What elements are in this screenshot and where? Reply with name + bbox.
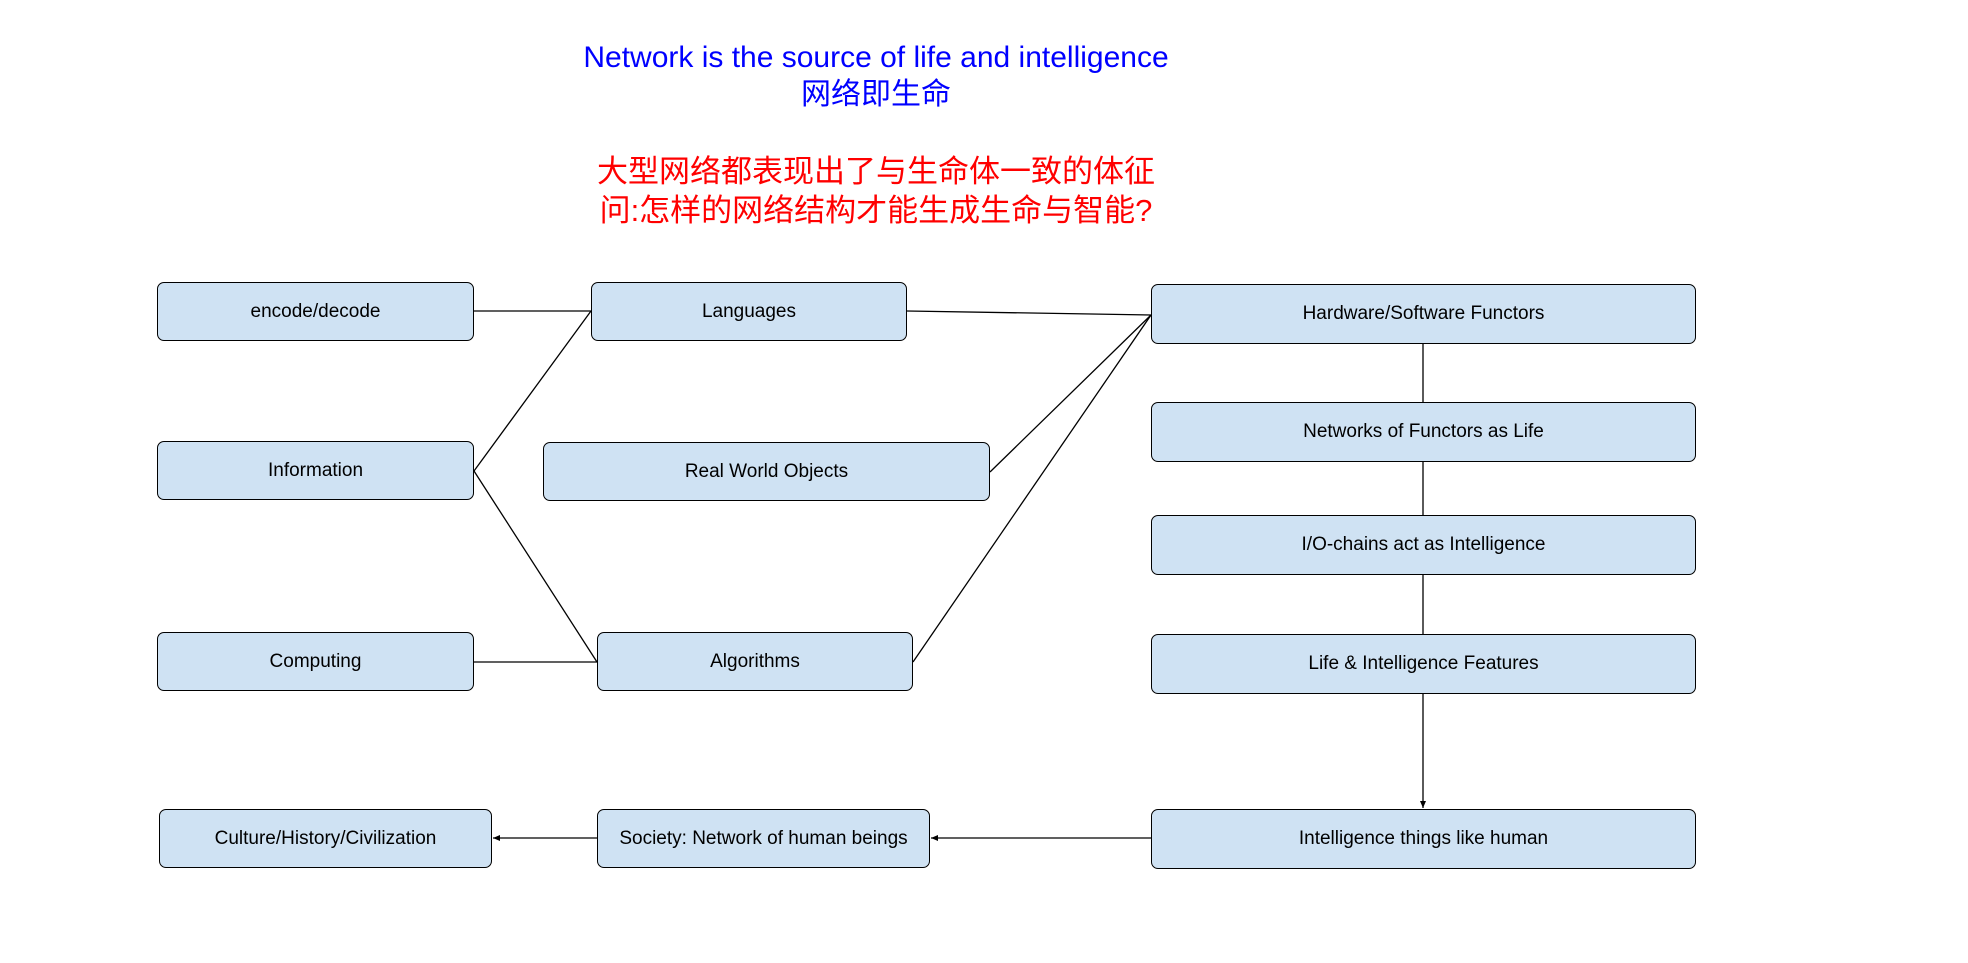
- node-real-world-objects: Real World Objects: [543, 442, 990, 501]
- node-information: Information: [157, 441, 474, 500]
- edge-information-algorithms: [473, 470, 598, 663]
- node-networks-of-functors: Networks of Functors as Life: [1151, 402, 1696, 462]
- edge-information-languages: [473, 310, 592, 472]
- node-languages: Languages: [591, 282, 907, 341]
- node-hardware-software-functors: Hardware/Software Functors: [1151, 284, 1696, 344]
- node-life-intelligence-features: Life & Intelligence Features: [1151, 634, 1696, 694]
- node-society: Society: Network of human beings: [597, 809, 930, 868]
- node-encode-decode: encode/decode: [157, 282, 474, 341]
- edge-languages-functors: [906, 310, 1152, 316]
- node-io-chains: I/O-chains act as Intelligence: [1151, 515, 1696, 575]
- node-computing: Computing: [157, 632, 474, 691]
- node-culture-history-civilization: Culture/History/Civilization: [159, 809, 492, 868]
- edge-realworld-functors: [989, 314, 1152, 473]
- edge-algorithms-functors: [912, 314, 1152, 663]
- node-algorithms: Algorithms: [597, 632, 913, 691]
- node-intelligence-things: Intelligence things like human: [1151, 809, 1696, 869]
